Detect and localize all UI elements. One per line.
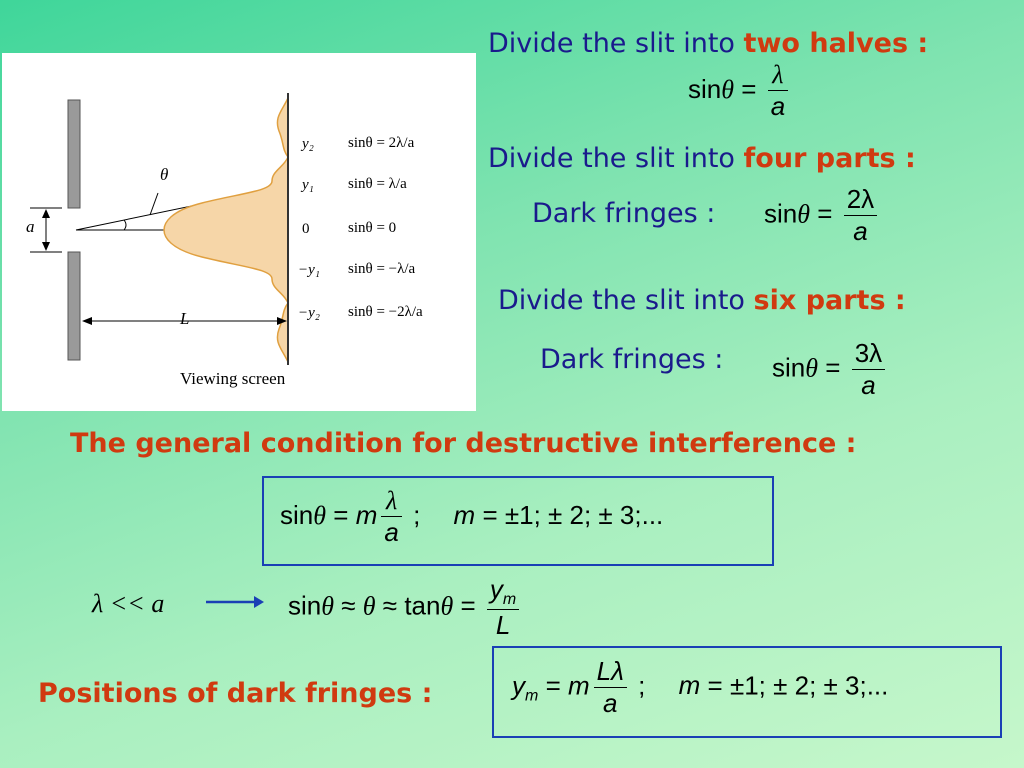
heading-two-halves: Divide the slit into two halves : — [488, 28, 928, 59]
position-zero: 0 — [302, 221, 310, 237]
heading-six-parts-prefix: Divide the slit into — [498, 285, 754, 316]
m-values: ±1; ± 2; ± 3;... — [504, 499, 664, 530]
condition-neg-y1: sinθ = −λ/a — [348, 261, 416, 277]
figure-theta-label: θ — [160, 165, 169, 184]
upper-barrier — [67, 99, 81, 209]
viewing-screen-caption: Viewing screen — [180, 369, 286, 388]
condition-y1: sinθ = λ/a — [348, 176, 407, 192]
heading-six-parts: Divide the slit into six parts : — [498, 285, 906, 316]
position-y2: y₂ — [302, 136, 314, 152]
condition-neg-y2: sinθ = −2λ/a — [348, 304, 423, 320]
figure-distance-label: L — [180, 309, 190, 328]
dark-fringes-label-six: Dark fringes : — [540, 344, 724, 375]
heading-two-halves-emph: two halves : — [743, 28, 929, 59]
lower-barrier — [67, 251, 81, 361]
positions-label: Positions of dark fringes : — [38, 678, 433, 709]
condition-zero: sinθ = 0 — [348, 220, 397, 236]
heading-four-parts: Divide the slit into four parts : — [488, 143, 916, 174]
heading-six-parts-emph: six parts : — [753, 285, 906, 316]
dark-fringes-label-four: Dark fringes : — [532, 198, 716, 229]
general-condition-heading: The general condition for destructive in… — [70, 428, 857, 459]
position-neg-y2: −y₂ — [298, 305, 320, 321]
figure-slit-width-label: a — [26, 217, 35, 236]
equals-sign: = — [741, 73, 757, 104]
heading-four-parts-prefix: Divide the slit into — [488, 143, 744, 174]
implies-arrow-icon — [204, 592, 266, 616]
theta-symbol: θ — [721, 74, 735, 104]
sin-label: sin — [688, 73, 722, 104]
heading-two-halves-prefix: Divide the slit into — [488, 28, 744, 59]
intensity-pattern — [163, 97, 289, 363]
position-neg-y1: −y₁ — [298, 262, 320, 278]
condition-y2: sinθ = 2λ/a — [348, 135, 415, 151]
position-y1: y₁ — [302, 177, 314, 193]
single-slit-figure: θ a L Viewing screen y₂ y₁ 0 −y₁ −y₂ sin… — [2, 53, 476, 411]
single-slit-diagram — [30, 93, 289, 365]
heading-four-parts-emph: four parts : — [743, 143, 916, 174]
lambda-much-less-a: λ << a — [92, 589, 165, 618]
